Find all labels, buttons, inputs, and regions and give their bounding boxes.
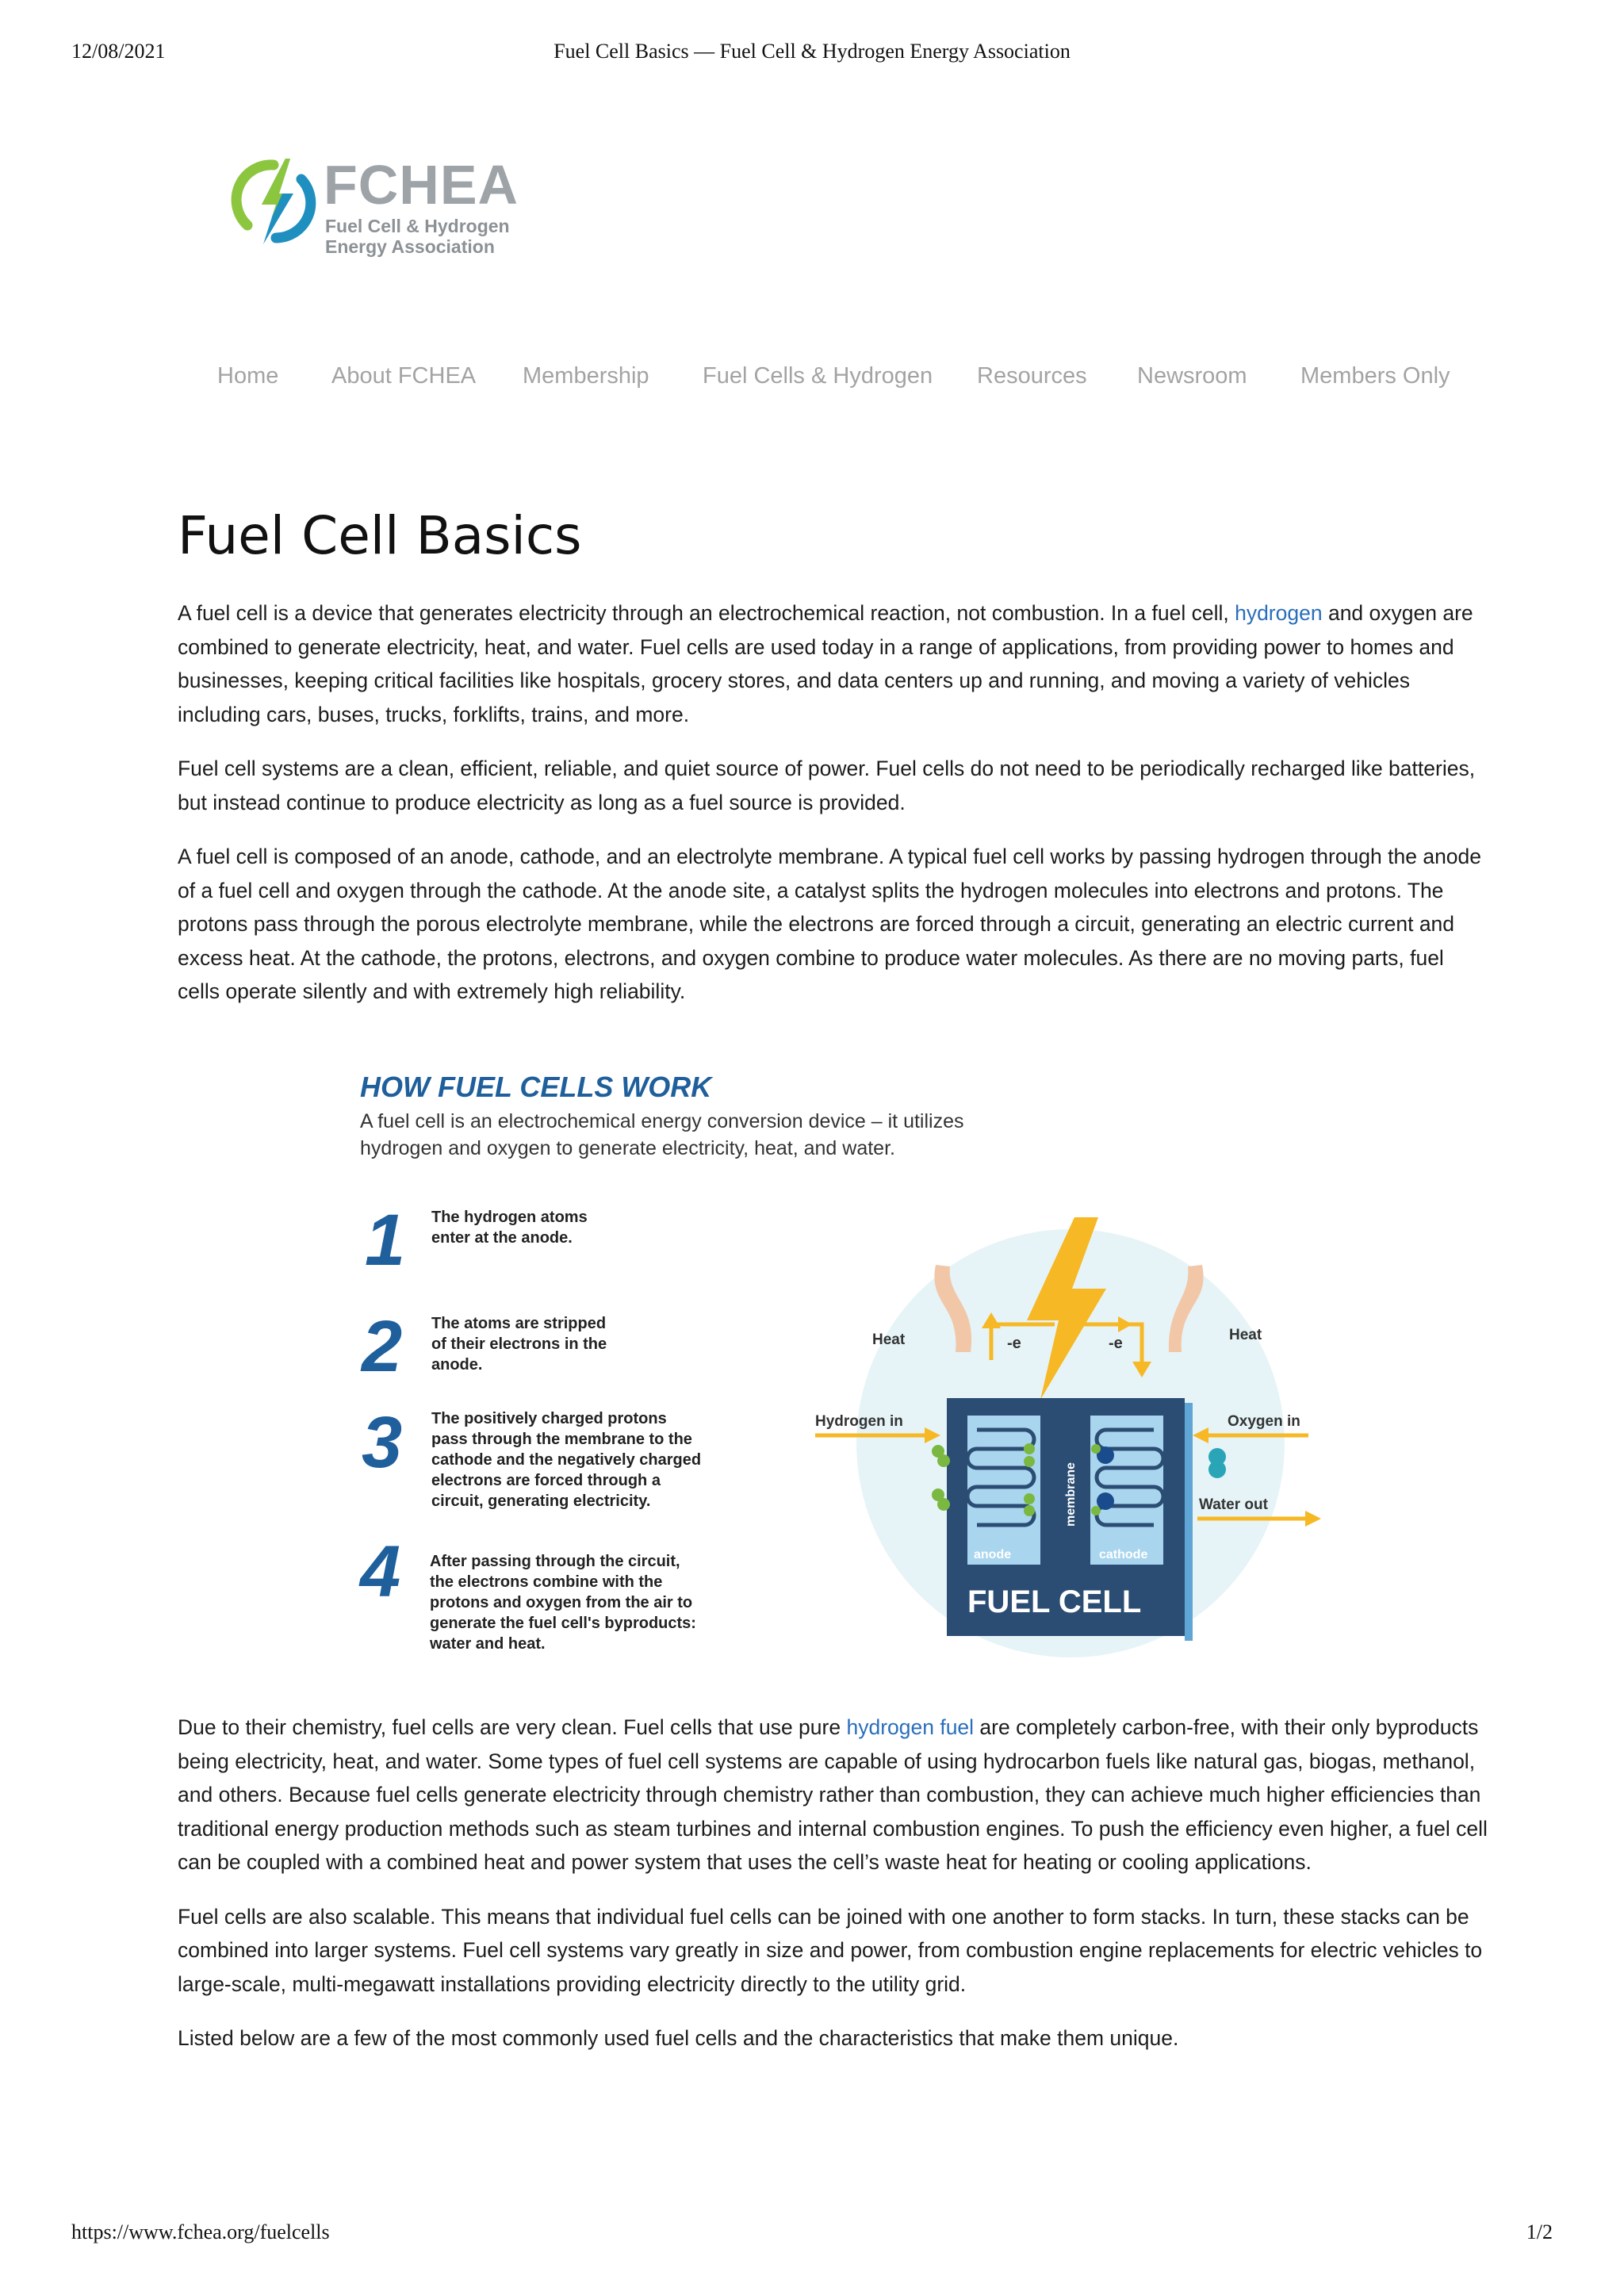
step-3-number: 3 xyxy=(362,1402,402,1483)
paragraph-text: and oxygen are combined to generate elec… xyxy=(178,601,1473,726)
paragraph-text: are completely carbon-free, with their o… xyxy=(178,1715,1488,1874)
anode-label: anode xyxy=(974,1548,1011,1561)
infographic-subtitle-1: A fuel cell is an electrochemical energy… xyxy=(360,1110,964,1132)
main-nav: Home About FCHEA Membership Fuel Cells &… xyxy=(0,363,1624,403)
print-url: https://www.fchea.org/fuelcells xyxy=(71,2220,330,2243)
anode-panel xyxy=(967,1416,1040,1565)
hydrogen-molecule-icon xyxy=(937,1498,950,1511)
step-4-line-2: the electrons combine with the xyxy=(430,1573,662,1591)
nav-item-membership[interactable]: Membership xyxy=(523,363,649,389)
heat-left-label: Heat xyxy=(872,1331,906,1348)
circuit-wire-right xyxy=(1082,1322,1144,1368)
step-1-number: 1 xyxy=(365,1200,405,1281)
nav-item-resources[interactable]: Resources xyxy=(977,363,1087,389)
cathode-panel xyxy=(1090,1416,1163,1565)
infographic-title: HOW FUEL CELLS WORK xyxy=(360,1071,714,1103)
how-fuel-cells-work-infographic: HOW FUEL CELLS WORK A fuel cell is an el… xyxy=(357,1067,1332,1669)
step-1-line-1: The hydrogen atoms xyxy=(431,1209,588,1226)
page-title: Fuel Cell Basics xyxy=(178,505,582,566)
hydrogen-link[interactable]: hydrogen xyxy=(1235,601,1323,625)
nav-item-newsroom[interactable]: Newsroom xyxy=(1137,363,1247,389)
paragraph-clean-power: Fuel cell systems are a clean, efficient… xyxy=(178,757,1476,814)
fuel-cell-label: FUEL CELL xyxy=(967,1584,1141,1619)
nav-item-fuel-cells-hydrogen[interactable]: Fuel Cells & Hydrogen xyxy=(703,363,933,389)
lightning-logo-icon xyxy=(231,159,316,244)
proton-icon xyxy=(1024,1443,1035,1454)
step-4-number: 4 xyxy=(358,1531,400,1612)
step-1-line-2: enter at the anode. xyxy=(431,1229,573,1247)
paragraph-how-it-works: A fuel cell is composed of an anode, cat… xyxy=(178,845,1482,1003)
hydrogen-molecule-icon xyxy=(932,1488,944,1501)
step-4-line-1: After passing through the circuit, xyxy=(430,1553,680,1570)
proton-icon xyxy=(1091,1444,1101,1454)
print-date: 12/08/2021 xyxy=(71,40,166,63)
paragraph-intro: A fuel cell is a device that generates e… xyxy=(178,596,1491,731)
arrow-up-icon xyxy=(982,1312,1001,1328)
membrane-label: membrane xyxy=(1064,1462,1078,1527)
step-3-line-2: pass through the membrane to the xyxy=(431,1431,692,1448)
lightning-bolt-icon xyxy=(1027,1217,1106,1400)
hydrogen-in-label: Hydrogen in xyxy=(815,1413,903,1430)
fchea-logo[interactable]: FCHEA Fuel Cell & Hydrogen Energy Associ… xyxy=(230,155,531,266)
nav-item-about[interactable]: About FCHEA xyxy=(331,363,477,389)
water-out-label: Water out xyxy=(1199,1496,1269,1513)
oxygen-molecule-icon xyxy=(1097,1446,1114,1464)
nav-item-home[interactable]: Home xyxy=(217,363,279,389)
water-droplet-icon xyxy=(1208,1461,1226,1478)
print-footer: https://www.fchea.org/fuelcells 1/2 xyxy=(0,2220,1624,2249)
step-4-line-5: water and heat. xyxy=(429,1635,546,1653)
electron-left-label: -e xyxy=(1007,1335,1021,1352)
step-4-line-3: protons and oxygen from the air to xyxy=(430,1594,692,1611)
step-3-line-5: circuit, generating electricity. xyxy=(431,1492,650,1510)
oxygen-in-label: Oxygen in xyxy=(1228,1413,1300,1430)
paragraph-listed-below: Listed below are a few of the most commo… xyxy=(178,2026,1179,2050)
logo-line-1: Fuel Cell & Hydrogen xyxy=(325,216,510,236)
arrow-left-icon xyxy=(1193,1427,1208,1443)
water-droplet-icon xyxy=(1208,1448,1226,1466)
hydrogen-fuel-link[interactable]: hydrogen fuel xyxy=(846,1715,975,1739)
fuel-cell-diagram: HOW FUEL CELLS WORK A fuel cell is an el… xyxy=(358,1071,1321,1657)
details-block: Due to their chemistry, fuel cells are v… xyxy=(178,1711,1491,2056)
step-3-line-3: cathode and the negatively charged xyxy=(431,1451,701,1469)
proton-icon xyxy=(1024,1493,1035,1504)
nav-item-members-only[interactable]: Members Only xyxy=(1300,363,1450,389)
logo-line-2: Energy Association xyxy=(325,236,495,257)
proton-icon xyxy=(1024,1456,1035,1467)
fuel-cell-shadow xyxy=(1185,1403,1193,1641)
heat-plume-right-icon xyxy=(1168,1265,1204,1352)
intro-block: A fuel cell is a device that generates e… xyxy=(178,596,1491,1009)
arrow-right-icon xyxy=(925,1427,940,1443)
logo-abbreviation: FCHEA xyxy=(324,154,519,216)
proton-icon xyxy=(1091,1506,1101,1515)
arrow-right-icon xyxy=(1305,1511,1321,1527)
infographic-subtitle-2: hydrogen and oxygen to generate electric… xyxy=(360,1137,895,1159)
heat-plume-left-icon xyxy=(934,1265,972,1352)
hydrogen-molecule-icon xyxy=(932,1445,944,1458)
paragraph-clean-chemistry: Due to their chemistry, fuel cells are v… xyxy=(178,1711,1491,1879)
arrow-down-icon xyxy=(1132,1362,1151,1377)
step-2-line-1: The atoms are stripped xyxy=(431,1315,606,1332)
step-2-line-2: of their electrons in the xyxy=(431,1335,607,1353)
step-4-line-4: generate the fuel cell's byproducts: xyxy=(430,1615,696,1632)
proton-icon xyxy=(1024,1505,1035,1516)
heat-right-label: Heat xyxy=(1229,1327,1262,1343)
step-3-line-1: The positively charged protons xyxy=(431,1410,667,1427)
step-3-line-4: electrons are forced through a xyxy=(431,1472,661,1489)
step-2-line-3: anode. xyxy=(431,1356,482,1374)
print-header: 12/08/2021 Fuel Cell Basics — Fuel Cell … xyxy=(0,40,1624,68)
print-page-title: Fuel Cell Basics — Fuel Cell & Hydrogen … xyxy=(553,40,1071,63)
paragraph-scalable: Fuel cells are also scalable. This means… xyxy=(178,1904,1483,1996)
electron-right-label: -e xyxy=(1109,1335,1123,1352)
paragraph-text: Due to their chemistry, fuel cells are v… xyxy=(178,1715,847,1739)
cathode-label: cathode xyxy=(1099,1548,1147,1561)
arrow-right-icon xyxy=(1118,1316,1132,1332)
oxygen-molecule-icon xyxy=(1097,1492,1114,1510)
print-page-number: 1/2 xyxy=(1526,2220,1553,2243)
hydrogen-molecule-icon xyxy=(937,1454,950,1467)
paragraph-text: A fuel cell is a device that generates e… xyxy=(178,601,1235,625)
step-2-number: 2 xyxy=(360,1306,402,1387)
